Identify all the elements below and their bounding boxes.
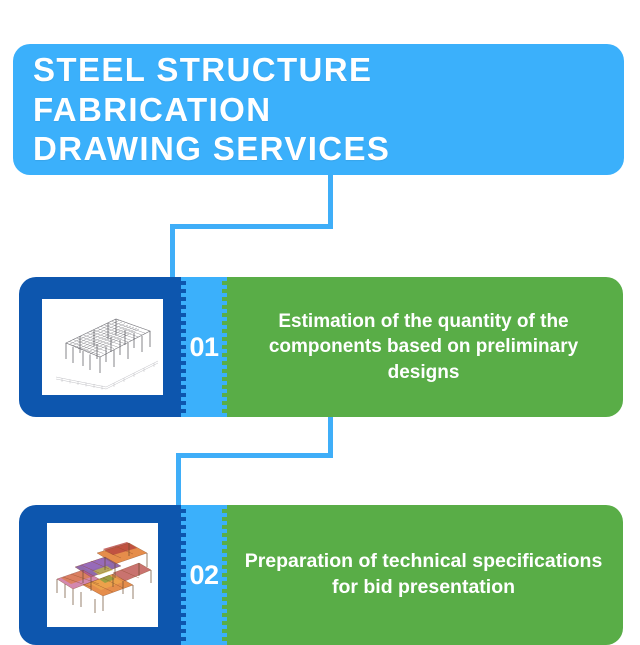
- connector-title-to-step1-vertical-top: [328, 175, 333, 228]
- title-banner: STEEL STRUCTURE FABRICATION DRAWING SERV…: [13, 44, 624, 175]
- connector-step1-to-step2-vertical-top: [328, 412, 333, 457]
- step-number-strip: 01: [181, 277, 227, 417]
- page-title: STEEL STRUCTURE FABRICATION DRAWING SERV…: [33, 51, 391, 168]
- step-number: 01: [189, 331, 219, 362]
- connector-step1-to-step2-vertical-drop: [176, 453, 181, 511]
- step-number: 02: [189, 559, 219, 590]
- step-card[interactable]: 01 Estimation of the quantity of the com…: [19, 277, 623, 417]
- step-description: Estimation of the quantity of the compon…: [268, 311, 579, 383]
- step-text-panel: Preparation of technical specifications …: [222, 505, 623, 645]
- step-text-panel: Estimation of the quantity of the compon…: [222, 277, 623, 417]
- step-thumbnail-panel: [19, 277, 186, 417]
- step-card[interactable]: 02 Preparation of technical specificatio…: [19, 505, 623, 645]
- connector-step1-to-step2-horizontal: [176, 453, 333, 458]
- steel-frame-wireframe-icon: [42, 299, 163, 395]
- connector-title-to-step1-horizontal: [170, 224, 333, 229]
- colored-structural-model-icon: [47, 523, 158, 627]
- step-description: Preparation of technical specifications …: [244, 550, 603, 598]
- step-thumbnail-panel: [19, 505, 186, 645]
- step-number-strip: 02: [181, 505, 227, 645]
- connector-title-to-step1-vertical-drop: [170, 224, 175, 282]
